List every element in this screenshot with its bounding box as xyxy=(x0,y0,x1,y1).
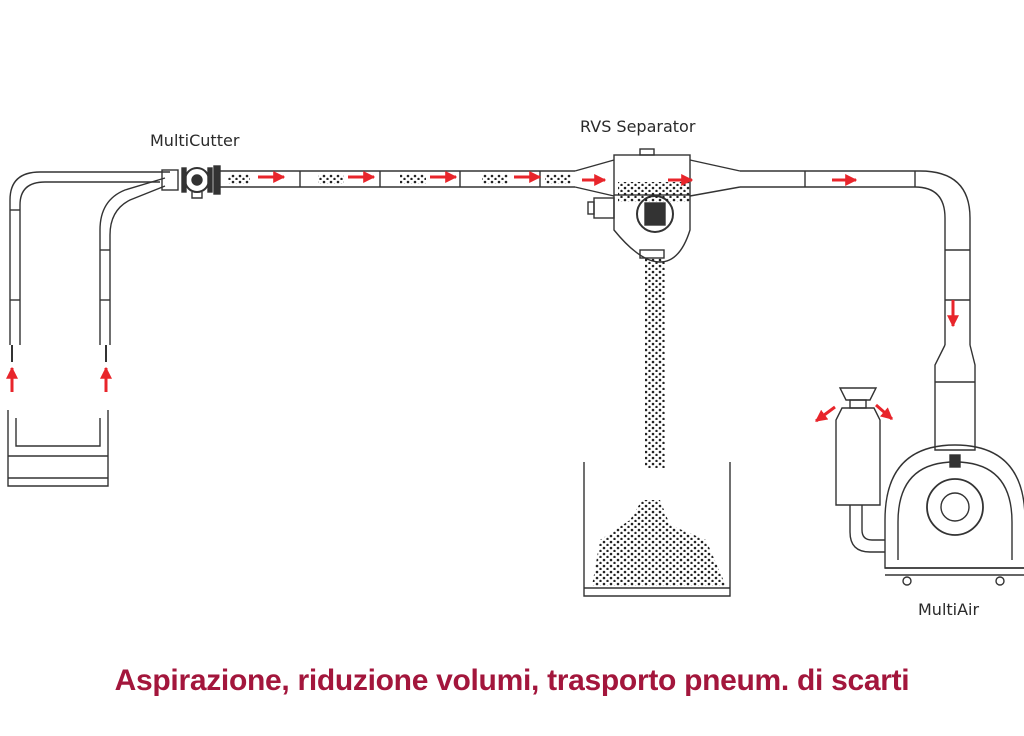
main-duct xyxy=(220,170,575,188)
diagram-caption: Aspirazione, riduzione volumi, trasporto… xyxy=(114,664,910,697)
rvs-separator-label: RVS Separator xyxy=(580,117,696,136)
multiair-label: MultiAir xyxy=(918,600,980,619)
return-duct xyxy=(740,170,971,345)
multiair-unit xyxy=(884,344,1024,586)
multicutter-unit xyxy=(161,165,221,199)
material-particles xyxy=(228,174,726,586)
flow-arrows xyxy=(5,171,959,423)
rvs-separator-unit xyxy=(574,148,741,263)
suction-duct-right xyxy=(99,177,166,362)
suction-duct-left xyxy=(9,171,170,362)
material-bin xyxy=(583,462,731,597)
collection-tray xyxy=(7,410,109,487)
exhaust-filter xyxy=(835,387,885,553)
multicutter-label: MultiCutter xyxy=(150,131,240,150)
